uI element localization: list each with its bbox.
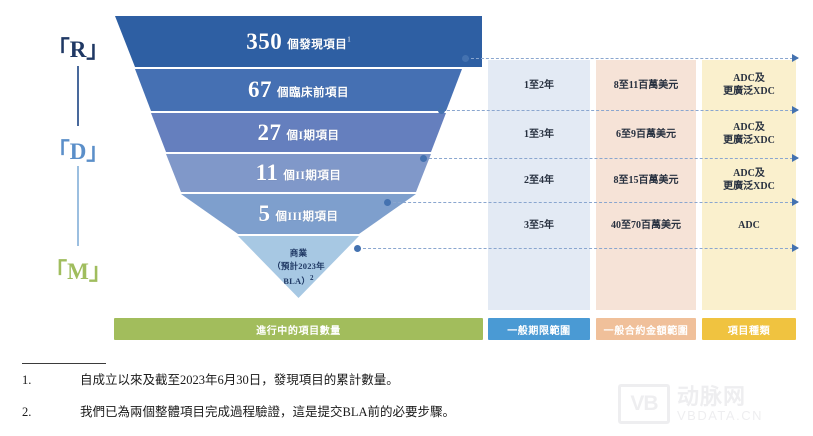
column-contract-value: 8至11百萬美元 6至9百萬美元 8至15百萬美元 40至70百萬美元 xyxy=(596,60,696,310)
funnel-band-preclinical: 67 個臨床前項目 xyxy=(135,69,462,111)
funnel-tip-commercial: 商業 （預計2023年 BLA）2 xyxy=(238,236,359,298)
funnel-band-discovery: 350 個發現項目1 xyxy=(115,16,482,67)
footnote-2-text: 我們已為兩個整體項目完成過程驗證，這是提交BLA前的必要步驟。 xyxy=(80,405,456,419)
funnel-band-discovery-text: 350 個發現項目1 xyxy=(115,29,482,55)
connector-line-1 xyxy=(466,58,798,59)
cell-term-1: 1至2年 xyxy=(524,79,554,91)
funnel-band-discovery-unit: 個發現項目 xyxy=(287,38,348,51)
funnel-band-phase1-text: 27 個I期項目 xyxy=(151,120,446,146)
funnel-band-phase2-number: 11 xyxy=(255,160,279,185)
connector-row-1 xyxy=(462,54,799,62)
funnel-band-discovery-footnote-ref: 1 xyxy=(347,35,351,44)
funnel-band-phase3: 5 個III期項目 xyxy=(181,194,416,234)
rail-connector-r-d xyxy=(77,66,79,126)
funnel-band-phase2: 11 個II期項目 xyxy=(166,154,431,192)
cell-type-3: ADC及 更廣泛XDC xyxy=(723,168,775,192)
footnote-divider xyxy=(22,363,106,364)
funnel-band-phase3-unit: 個III期項目 xyxy=(275,211,339,223)
funnel-tip-line1: 商業 xyxy=(289,248,308,258)
watermark-text: 动脉网 VBDATA.CN xyxy=(677,383,763,423)
funnel-band-phase2-unit: 個II期項目 xyxy=(283,170,342,182)
legend-project-count: 進行中的項目數量 xyxy=(114,318,483,340)
cell-type-1: ADC及 更廣泛XDC xyxy=(723,73,775,97)
funnel-tip-line3: BLA） xyxy=(283,275,311,286)
footnote-1-text: 自成立以來及截至2023年6月30日，發現項目的累計數量。 xyxy=(80,373,399,387)
funnel-tip-line2: （預計2023年 xyxy=(272,260,325,271)
footnote-1: 1. 自成立以來及截至2023年6月30日，發現項目的累計數量。 xyxy=(22,372,399,388)
rail-label-d: 「D」 xyxy=(46,139,110,164)
legend-contract-value: 一般合約金額範圍 xyxy=(596,318,696,340)
cell-type-4: ADC xyxy=(738,219,760,231)
funnel-tip-footnote-ref: 2 xyxy=(310,274,314,282)
watermark-cn: 动脉网 xyxy=(677,383,747,409)
watermark-logo-icon: VB xyxy=(618,384,670,424)
cell-term-4: 3至5年 xyxy=(524,219,554,231)
funnel-band-phase3-text: 5 個III期項目 xyxy=(181,201,416,227)
footnote-2: 2. 我們已為兩個整體項目完成過程驗證，這是提交BLA前的必要步驟。 xyxy=(22,404,455,420)
legend-project-type: 項目種類 xyxy=(702,318,796,340)
cell-value-3: 8至15百萬美元 xyxy=(613,174,679,186)
cell-term-2: 1至3年 xyxy=(524,128,554,140)
column-project-type: ADC及 更廣泛XDC ADC及 更廣泛XDC ADC及 更廣泛XDC ADC xyxy=(702,60,796,310)
funnel-tip-commercial-text: 商業 （預計2023年 BLA）2 xyxy=(238,247,359,287)
funnel-band-preclinical-unit: 個臨床前項目 xyxy=(277,87,349,99)
cell-value-2: 6至9百萬美元 xyxy=(616,128,676,140)
funnel-band-phase1-unit: 個I期項目 xyxy=(286,129,340,142)
column-term-range: 1至2年 1至3年 2至4年 3至5年 xyxy=(488,60,590,310)
rail-label-r: 「R」 xyxy=(46,37,110,62)
footnote-1-index: 1. xyxy=(22,373,32,387)
funnel-band-phase3-number: 5 xyxy=(258,201,271,226)
cell-value-1: 8至11百萬美元 xyxy=(613,79,679,91)
funnel-band-phase2-text: 11 個II期項目 xyxy=(166,160,431,186)
legend-term-range: 一般期限範圍 xyxy=(488,318,590,340)
funnel-band-phase1-number: 27 xyxy=(257,119,282,145)
watermark-en: VBDATA.CN xyxy=(677,407,763,423)
cell-type-2: ADC及 更廣泛XDC xyxy=(723,122,775,146)
rail-connector-d-m xyxy=(77,166,79,246)
cell-term-3: 2至4年 xyxy=(524,174,554,186)
rail-label-m: 「M」 xyxy=(44,259,112,284)
pipeline-funnel: 350 個發現項目1 67 個臨床前項目 27 個I期項目 11 個II期項目 5 個II… xyxy=(0,0,482,310)
funnel-band-preclinical-text: 67 個臨床前項目 xyxy=(135,77,462,103)
funnel-band-phase1: 27 個I期項目 xyxy=(151,113,446,152)
footnote-2-index: 2. xyxy=(22,405,32,419)
funnel-band-preclinical-number: 67 xyxy=(248,77,272,102)
cell-value-4: 40至70百萬美元 xyxy=(611,219,681,231)
watermark: VB 动脉网 VBDATA.CN xyxy=(618,380,804,428)
rd-m-rail: 「R」 「D」 「M」 xyxy=(36,14,120,304)
funnel-band-discovery-number: 350 xyxy=(246,28,283,54)
